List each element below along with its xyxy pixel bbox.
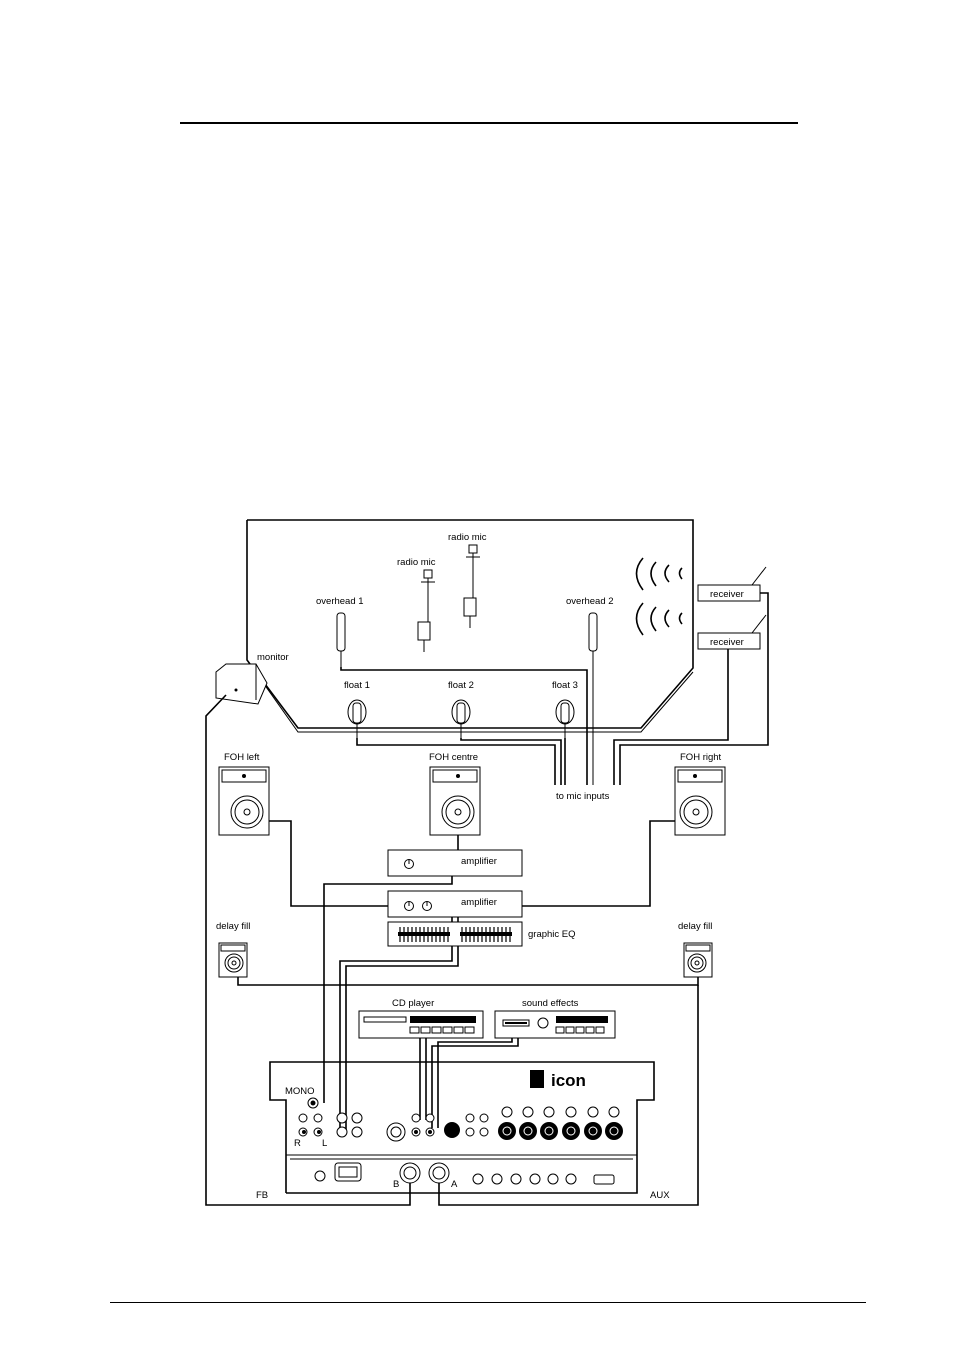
- mixer-rear-panel: icon MONO R L: [270, 1062, 654, 1193]
- delay-fill-left-label: delay fill: [216, 921, 250, 932]
- receiver-1: receiver: [698, 567, 766, 601]
- amplifier-2: amplifier: [388, 891, 522, 917]
- delay-fill-left-speaker: delay fill: [216, 921, 250, 977]
- float-1-label: float 1: [344, 680, 370, 691]
- float-mic-3: float 3: [552, 680, 578, 738]
- cd-player-label: CD player: [392, 998, 434, 1009]
- sound-effects-label: sound effects: [522, 998, 579, 1009]
- radio-mic-2-label: radio mic: [397, 557, 436, 568]
- l-label: L: [322, 1138, 327, 1149]
- foh-left-label: FOH left: [224, 752, 260, 763]
- foh-right-speaker: FOH right: [675, 752, 725, 835]
- float-mic-1: float 1: [344, 680, 370, 738]
- overhead-mic-1: overhead 1: [316, 596, 364, 667]
- float-2-label: float 2: [448, 680, 474, 691]
- to-mic-inputs-label: to mic inputs: [556, 791, 610, 802]
- b-label: B: [393, 1179, 399, 1190]
- monitor-speaker: monitor: [216, 652, 289, 704]
- radio-mic-1-label: radio mic: [448, 532, 487, 543]
- radio-mic-2: radio mic: [397, 557, 436, 652]
- fb-label: FB: [256, 1190, 268, 1201]
- brand-logo: icon: [551, 1071, 586, 1090]
- foh-centre-speaker: FOH centre: [429, 752, 480, 835]
- foh-right-label: FOH right: [680, 752, 722, 763]
- aux-label: AUX: [650, 1190, 670, 1201]
- graphic-eq: graphic EQ: [388, 922, 576, 946]
- receiver-1-label: receiver: [710, 589, 744, 600]
- radio-mic-1: radio mic: [448, 532, 487, 628]
- foh-centre-label: FOH centre: [429, 752, 478, 763]
- float-3-label: float 3: [552, 680, 578, 691]
- float-mic-2: float 2: [448, 680, 474, 738]
- mono-label: MONO: [285, 1086, 315, 1097]
- radio-waves-icon: [637, 558, 683, 635]
- delay-fill-right-speaker: delay fill: [678, 921, 712, 977]
- a-label: A: [451, 1179, 458, 1190]
- delay-fill-cables: [238, 977, 698, 985]
- amplifier-2-label: amplifier: [461, 897, 497, 908]
- receiver-2: receiver: [698, 615, 766, 649]
- foh-left-speaker: FOH left: [219, 752, 269, 835]
- overhead-1-label: overhead 1: [316, 596, 364, 607]
- amplifier-1: amplifier: [388, 850, 522, 876]
- cd-player: CD player: [359, 998, 483, 1038]
- r-label: R: [294, 1138, 301, 1149]
- overhead-2-label: overhead 2: [566, 596, 614, 607]
- delay-fill-right-label: delay fill: [678, 921, 712, 932]
- monitor-label: monitor: [257, 652, 289, 663]
- receiver-2-label: receiver: [710, 637, 744, 648]
- sound-effects-unit: sound effects: [495, 998, 615, 1038]
- amplifier-1-label: amplifier: [461, 856, 497, 867]
- graphic-eq-label: graphic EQ: [528, 929, 576, 940]
